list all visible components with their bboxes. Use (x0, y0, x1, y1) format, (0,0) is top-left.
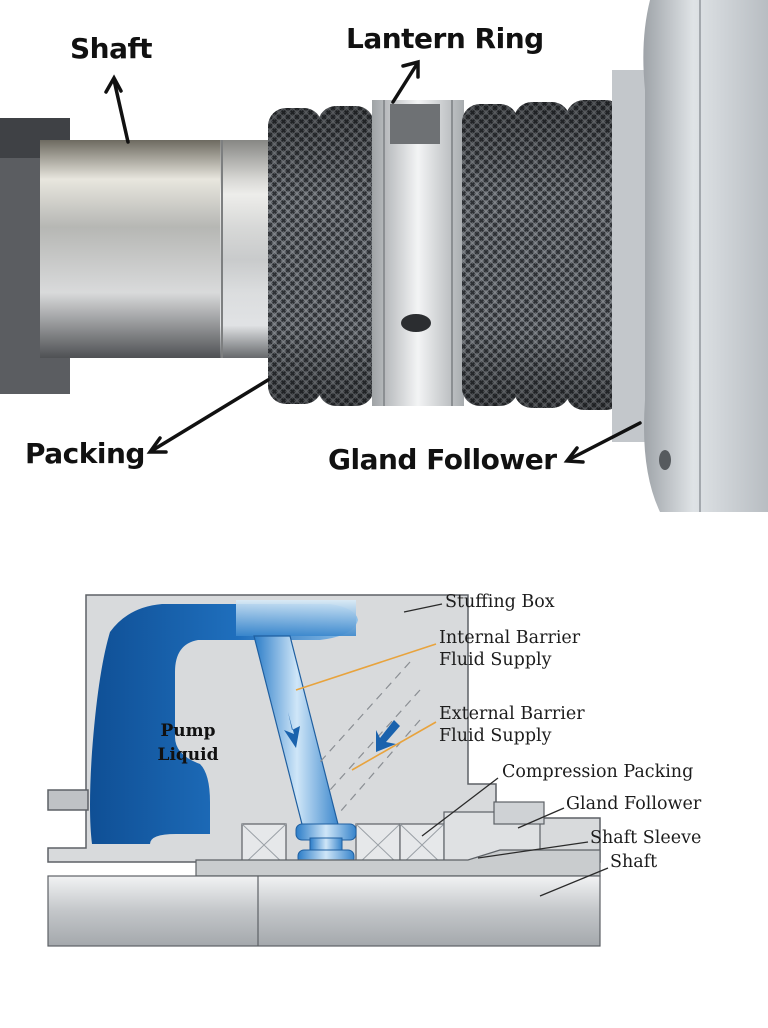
internal-barrier-line2: Fluid Supply (439, 650, 552, 670)
pump-liquid-cavity (90, 604, 358, 844)
gland-follower-diagram-label: Gland Follower (566, 794, 702, 814)
external-barrier-label: External Barrier Fluid Supply (439, 703, 585, 747)
compression-packing-rings (241, 823, 445, 867)
external-barrier-line2: Fluid Supply (439, 726, 552, 746)
internal-barrier-label: Internal Barrier Fluid Supply (439, 627, 580, 671)
gland-follower-flange (643, 0, 768, 512)
pump-liquid-line2: Liquid (157, 745, 219, 765)
pump-liquid-line1: Pump (160, 721, 216, 741)
pump-liquid-label: Pump Liquid (140, 719, 236, 767)
black-leader-lines (403, 603, 609, 897)
lantern-ring-label: Lantern Ring (346, 22, 544, 55)
external-barrier-path (319, 661, 421, 813)
external-flow-arrow (376, 720, 400, 752)
shaft-sleeve-label: Shaft Sleeve (590, 828, 702, 848)
internal-barrier-line1: Internal Barrier (439, 628, 581, 648)
photo-illustration (0, 0, 768, 512)
stuffing-box-cross-section: Pump Liquid Stuffing Box Internal Barrie… (0, 512, 768, 1024)
shaft-section (47, 875, 601, 947)
lantern-ring (372, 100, 464, 406)
packing-assembly-photo: Shaft Lantern Ring Packing Gland Followe… (0, 0, 768, 512)
packing-label: Packing (25, 437, 145, 470)
gland-follower-label: Gland Follower (328, 443, 557, 476)
external-barrier-line1: External Barrier (439, 704, 585, 724)
orange-leader-lines (295, 643, 437, 771)
photo-leader-arrows (104, 59, 642, 464)
shaft-label: Shaft (70, 32, 153, 65)
stuffing-box-label: Stuffing Box (445, 592, 555, 612)
compression-packing-label: Compression Packing (502, 762, 694, 782)
shaft-diagram-label: Shaft (610, 852, 658, 872)
internal-flow-arrow (284, 712, 300, 748)
cross-section-illustration (47, 594, 609, 947)
